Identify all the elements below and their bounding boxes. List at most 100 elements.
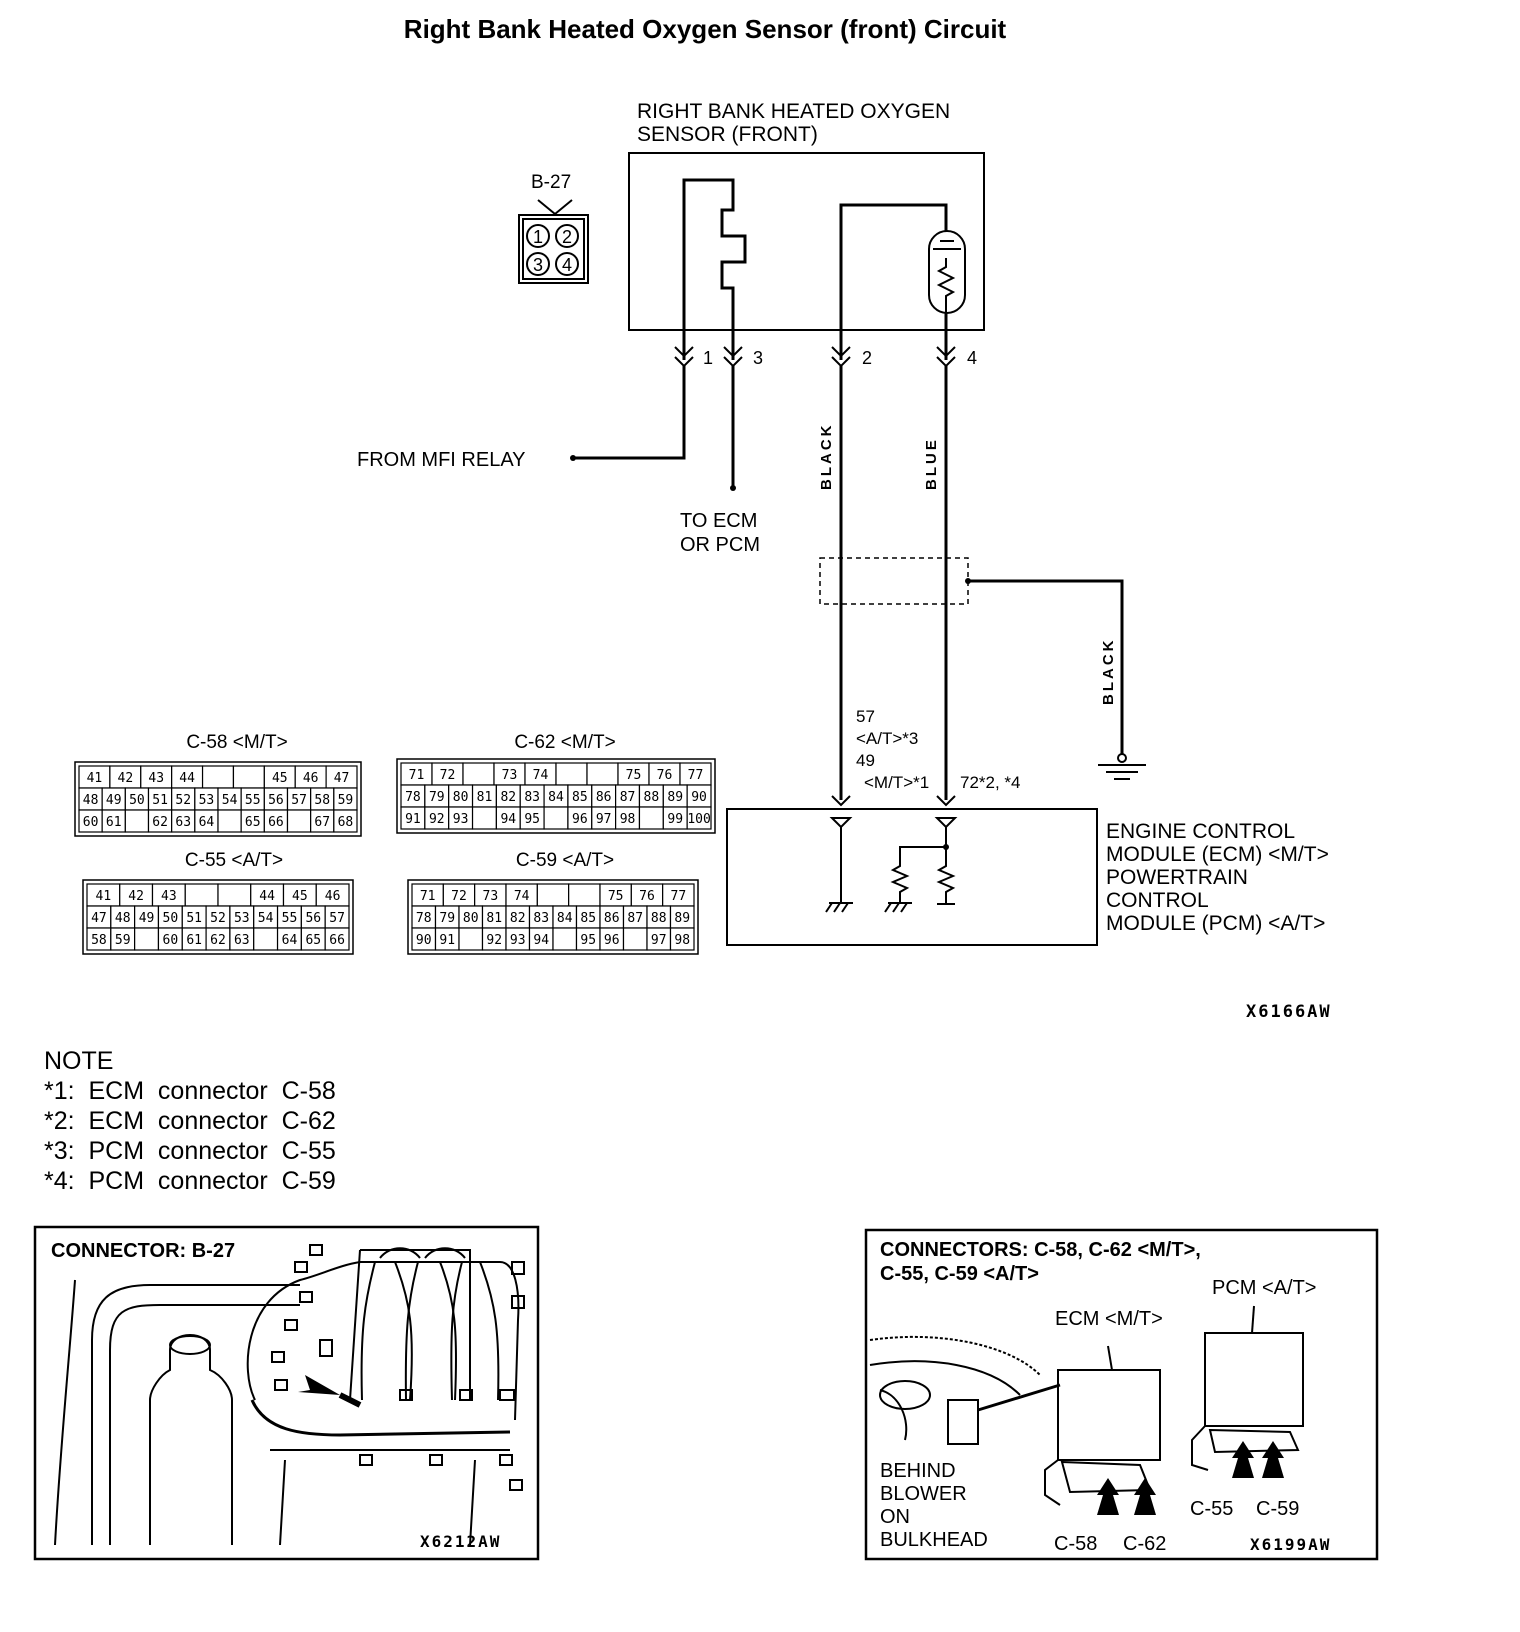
c55-pin-label: 45: [292, 889, 308, 904]
c59-cell: [458, 927, 484, 951]
module-label-3: POWERTRAIN: [1106, 866, 1248, 889]
c62-pin-label: 95: [524, 812, 540, 827]
c59-pin-label: 97: [651, 933, 667, 948]
pcm-at-label: PCM <A/T>: [1212, 1277, 1316, 1299]
ecm-panel-code: X6199AW: [1250, 1535, 1331, 1554]
note-item-4: *4: PCM connector C-59: [44, 1167, 336, 1195]
pin-arrows: [674, 346, 956, 368]
c59-cell: [568, 883, 601, 907]
note-heading: NOTE: [44, 1047, 113, 1075]
c62-pin-label: 82: [500, 790, 516, 805]
c55-pin-label: 46: [325, 889, 341, 904]
terminal-57-label: 57: [856, 707, 875, 726]
ground-symbol: [1098, 753, 1146, 780]
c62-cell: [462, 762, 495, 786]
c55-title: C-55 <A/T>: [185, 850, 283, 871]
location-line-4: BULKHEAD: [880, 1529, 988, 1551]
c55-pin-label: 57: [329, 911, 345, 926]
engine-bay-illustration: [54, 1244, 525, 1546]
b27-pin-3: 3: [533, 255, 543, 275]
c58-pin-label: 41: [87, 771, 103, 786]
c58-cell: [232, 765, 265, 789]
c62-pin-label: 98: [620, 812, 636, 827]
c58-pin-label: 48: [83, 793, 99, 808]
c55-pin-label: 53: [234, 911, 250, 926]
c59-pin-label: 91: [439, 933, 455, 948]
c62-cell: [686, 806, 712, 830]
c59-pin-label: 86: [604, 911, 620, 926]
c58-pin-label: 65: [245, 815, 261, 830]
c58-pin-label: 43: [148, 771, 164, 786]
c59-pin-label: 79: [439, 911, 455, 926]
c58-cell: [217, 809, 242, 833]
c58-pin-label: 51: [152, 793, 168, 808]
c55-pin-label: 43: [161, 889, 177, 904]
c55-pin-label: 63: [234, 933, 250, 948]
wire-ground-black-label: BLACK: [1100, 638, 1117, 706]
c58-pin-label: 55: [245, 793, 261, 808]
oxygen-sensor-element: [839, 203, 966, 360]
c55-pin-label: 54: [258, 911, 274, 926]
c58-pin-label: 53: [199, 793, 215, 808]
c58-cell: [333, 809, 358, 833]
c58-pin-label: 42: [118, 771, 134, 786]
c58-pin-label: 67: [314, 815, 330, 830]
c55-pin-label: 48: [115, 911, 131, 926]
c55-pin-label: 44: [259, 889, 275, 904]
pin-label-1: 1: [703, 348, 713, 368]
c59-cell: [536, 883, 570, 907]
module-label-4: CONTROL: [1106, 889, 1209, 912]
c55-pin-label: 59: [115, 933, 131, 948]
c62-pin-label: 94: [500, 812, 516, 827]
c58-pin-label: 52: [175, 793, 191, 808]
c58-pin-label: 64: [199, 815, 215, 830]
heater-element: [682, 178, 747, 360]
c55-pin-label: 49: [139, 911, 155, 926]
c59-pin-label: 72: [451, 889, 467, 904]
c62-pin-label: 100: [687, 812, 710, 827]
c62-pin-label: 97: [596, 812, 612, 827]
ecm-panel-title-2: C-55, C-59 <A/T>: [880, 1263, 1039, 1285]
c62-title: C-62 <M/T>: [514, 732, 615, 753]
to-ecm-label-1: TO ECM: [680, 510, 757, 532]
c55-cell: [324, 927, 350, 951]
location-line-1: BEHIND: [880, 1460, 956, 1482]
c62-pin-label: 87: [620, 790, 636, 805]
c59-pin-label: 81: [486, 911, 502, 926]
terminal-at-label: <A/T>*3: [856, 729, 918, 748]
c59-cell: [669, 927, 695, 951]
c59-pin-label: 88: [651, 911, 667, 926]
c62-cell: [586, 762, 619, 786]
c55-cell: [253, 927, 279, 951]
from-mfi-relay-label: FROM MFI RELAY: [357, 449, 526, 471]
figure-code-main: X6166AW: [1246, 1002, 1332, 1022]
wire-shield-ground: [968, 579, 1124, 755]
module-label-5: MODULE (PCM) <A/T>: [1106, 912, 1325, 935]
c58-pin-label: 58: [314, 793, 330, 808]
c55-location-label: C-55: [1190, 1498, 1233, 1520]
module-arrow-left-top: [831, 795, 851, 807]
c59-pin-label: 93: [510, 933, 526, 948]
connector-arrow-icon: [298, 1375, 340, 1395]
c59-pin-label: 74: [514, 889, 530, 904]
module-label-2: MODULE (ECM) <M/T>: [1106, 843, 1329, 866]
c58-pin-label: 62: [152, 815, 168, 830]
c62-location-label: C-62: [1123, 1533, 1166, 1555]
c62-pin-label: 93: [453, 812, 469, 827]
c62-cell: [471, 806, 497, 830]
c59-pin-label: 89: [674, 911, 690, 926]
c62-pin-label: 78: [405, 790, 421, 805]
c62-pin-label: 86: [596, 790, 612, 805]
c62-pin-label: 80: [453, 790, 469, 805]
c59-title: C-59 <A/T>: [516, 850, 614, 871]
c59-pin-label: 94: [533, 933, 549, 948]
location-line-2: BLOWER: [880, 1483, 967, 1505]
c58-pin-label: 60: [83, 815, 99, 830]
c59-location-label: C-59: [1256, 1498, 1299, 1520]
module-arrow-right-top: [936, 795, 956, 807]
to-ecm-label-2: OR PCM: [680, 534, 760, 556]
c58-location-label: C-58: [1054, 1533, 1097, 1555]
b27-locator-panel: CONNECTOR: B-27 X6212AW: [33, 1225, 540, 1561]
c58-pin-label: 50: [129, 793, 145, 808]
b27-pin-2: 2: [562, 227, 572, 247]
